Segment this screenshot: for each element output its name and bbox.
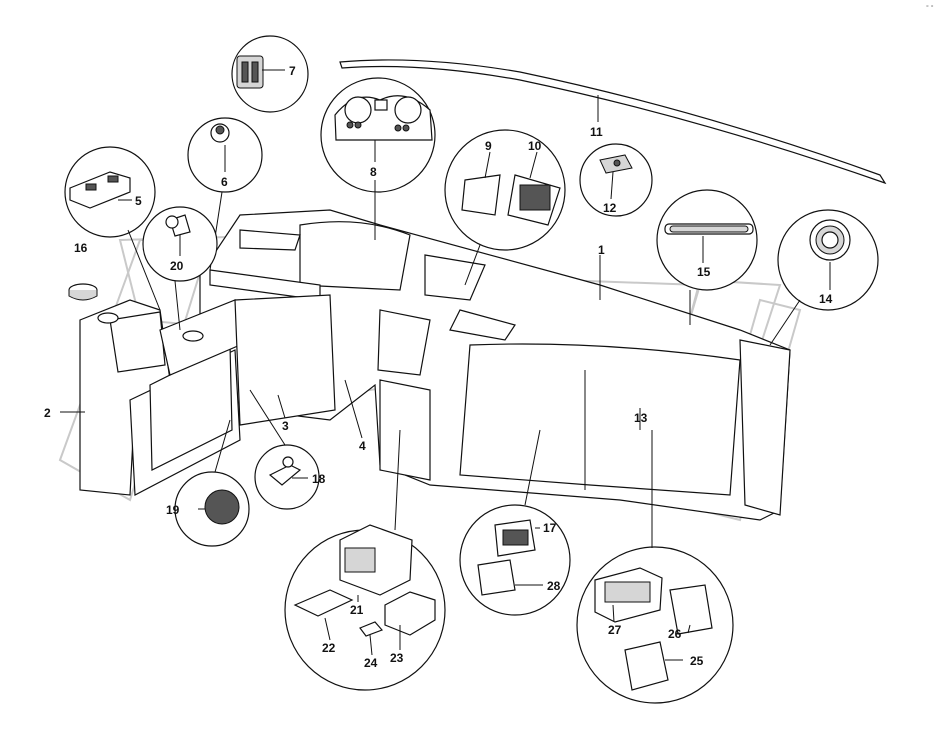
label-8: 8 <box>370 165 377 179</box>
label-3: 3 <box>282 419 289 433</box>
label-6: 6 <box>221 175 228 189</box>
label-9: 9 <box>485 139 492 153</box>
left-console <box>60 294 363 496</box>
callout-15 <box>656 189 758 325</box>
callout-20 <box>142 206 218 331</box>
callout-9-10 <box>444 129 566 286</box>
part-11-trim-strip <box>339 59 887 185</box>
label-16: 16 <box>74 241 88 255</box>
callout-18 <box>249 389 320 510</box>
label-24: 24 <box>364 656 378 670</box>
label-4: 4 <box>359 439 366 453</box>
callout-5 <box>64 146 161 311</box>
callout-14 <box>769 209 879 346</box>
label-2: 2 <box>44 406 51 420</box>
callout-6 <box>187 117 263 271</box>
corner-mark: ° ° <box>926 4 934 12</box>
label-23: 23 <box>390 651 404 665</box>
label-22: 22 <box>322 641 336 655</box>
label-21: 21 <box>350 603 364 617</box>
label-27: 27 <box>608 623 622 637</box>
label-7: 7 <box>289 64 296 78</box>
callout-25-27 <box>576 430 734 704</box>
callout-17-28 <box>459 429 571 616</box>
callout-7 <box>231 35 309 113</box>
label-17: 17 <box>543 521 557 535</box>
label-1: 1 <box>598 243 605 257</box>
callout-12 <box>579 143 653 217</box>
part-16-grommet <box>68 283 98 301</box>
callout-8 <box>320 77 436 240</box>
label-5: 5 <box>135 194 142 208</box>
label-14: 14 <box>819 292 833 306</box>
label-12: 12 <box>603 201 617 215</box>
callout-19 <box>174 419 250 547</box>
label-13: 13 <box>634 411 648 425</box>
label-28: 28 <box>547 579 561 593</box>
label-18: 18 <box>312 472 326 486</box>
label-10: 10 <box>528 139 542 153</box>
callout-21-24 <box>284 429 446 691</box>
label-26: 26 <box>668 627 682 641</box>
dashboard-body <box>199 209 791 521</box>
part-number-labels: 1 2 3 4 5 6 7 8 9 10 11 12 13 14 15 16 1… <box>44 4 934 670</box>
label-25: 25 <box>690 654 704 668</box>
label-11: 11 <box>590 125 603 139</box>
label-15: 15 <box>697 265 711 279</box>
label-19: 19 <box>166 503 180 517</box>
label-20: 20 <box>170 259 184 273</box>
